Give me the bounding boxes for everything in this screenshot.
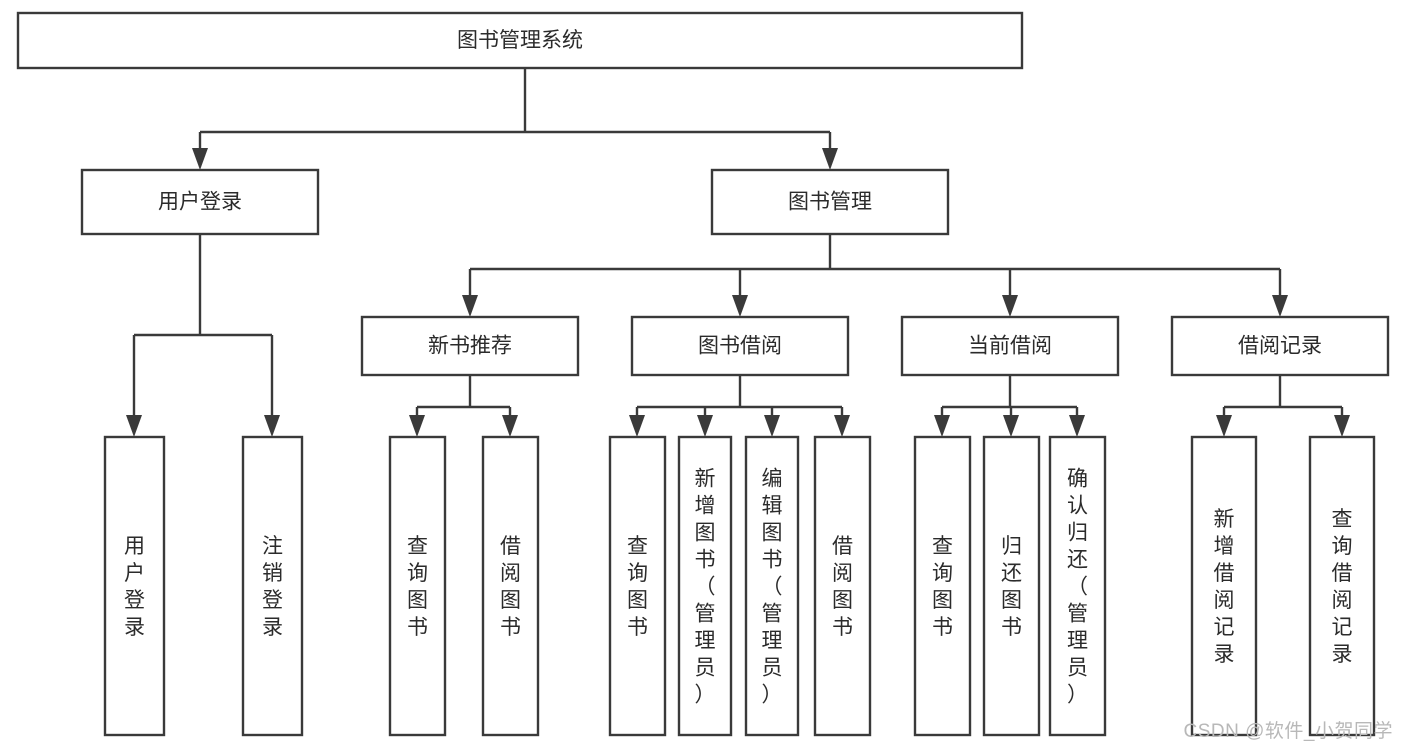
node-leaf-user-login-label: 用户登录 <box>124 535 145 639</box>
arrow-head-icon <box>1003 415 1019 437</box>
arrow-head-icon <box>462 295 478 317</box>
node-leaf-logout-login-box <box>241 435 304 737</box>
node-leaf-query-book-3[interactable]: 查询图书 <box>913 435 972 737</box>
arrow-head-icon <box>409 415 425 437</box>
node-leaf-borrow-book-1-box <box>481 435 540 737</box>
node-leaf-borrow-book-1-label: 借阅图书 <box>500 535 521 639</box>
node-leaf-query-borrow-record[interactable]: 查询借阅记录 <box>1308 435 1376 737</box>
node-book-borrow-label: 图书借阅 <box>698 335 782 358</box>
node-leaf-query-book-2[interactable]: 查询图书 <box>608 435 667 737</box>
node-leaf-query-book-2-label: 查询图书 <box>627 535 648 639</box>
node-leaf-add-book-label: 新增图书（管理员） <box>695 468 716 707</box>
node-leaf-borrow-book-1[interactable]: 借阅图书 <box>481 435 540 737</box>
node-book-manage-label: 图书管理 <box>788 191 872 214</box>
arrow-head-icon <box>1272 295 1288 317</box>
node-book-manage-box <box>710 168 950 236</box>
node-book-borrow[interactable]: 图书借阅 <box>630 315 850 377</box>
node-leaf-add-book[interactable]: 新增图书（管理员） <box>677 435 733 737</box>
node-borrow-record-box <box>1170 315 1390 377</box>
arrow-head-icon <box>1002 295 1018 317</box>
node-leaf-add-borrow-record[interactable]: 新增借阅记录 <box>1190 435 1258 737</box>
node-leaf-return-book[interactable]: 归还图书 <box>982 435 1041 737</box>
node-root[interactable]: 图书管理系统 <box>16 11 1024 70</box>
arrow-head-icon <box>126 415 142 437</box>
node-current-borrow-label: 当前借阅 <box>968 335 1052 358</box>
node-leaf-query-book-3-box <box>913 435 972 737</box>
node-leaf-add-borrow-record-label: 新增借阅记录 <box>1214 508 1235 666</box>
arrow-head-icon <box>502 415 518 437</box>
node-borrow-record[interactable]: 借阅记录 <box>1170 315 1390 377</box>
node-leaf-logout-login-label: 注销登录 <box>262 535 283 639</box>
node-root-label: 图书管理系统 <box>457 29 583 52</box>
node-borrow-record-label: 借阅记录 <box>1238 335 1322 358</box>
arrow-head-icon <box>1216 415 1232 437</box>
node-leaf-query-book-2-box <box>608 435 667 737</box>
node-new-book-recommend[interactable]: 新书推荐 <box>360 315 580 377</box>
node-leaf-edit-book[interactable]: 编辑图书（管理员） <box>744 435 800 737</box>
arrow-head-icon <box>629 415 645 437</box>
node-user-login-label: 用户登录 <box>158 191 242 214</box>
node-book-manage[interactable]: 图书管理 <box>710 168 950 236</box>
node-user-login[interactable]: 用户登录 <box>80 168 320 236</box>
node-leaf-query-borrow-record-label: 查询借阅记录 <box>1332 508 1353 666</box>
node-new-book-recommend-label: 新书推荐 <box>428 335 512 358</box>
arrow-head-icon <box>934 415 950 437</box>
node-leaf-add-borrow-record-box <box>1190 435 1258 737</box>
node-leaf-add-book-box <box>677 435 733 737</box>
csdn-watermark: CSDN @软件_小贺同学 <box>1183 721 1393 742</box>
node-book-borrow-box <box>630 315 850 377</box>
node-leaf-edit-book-box <box>744 435 800 737</box>
node-new-book-recommend-box <box>360 315 580 377</box>
node-user-login-box <box>80 168 320 236</box>
node-leaf-query-borrow-record-box <box>1308 435 1376 737</box>
node-leaf-confirm-return[interactable]: 确认归还（管理员） <box>1048 435 1107 737</box>
node-leaf-borrow-book-2[interactable]: 借阅图书 <box>813 435 872 737</box>
arrow-head-icon <box>732 295 748 317</box>
node-current-borrow-box <box>900 315 1120 377</box>
node-leaf-logout-login[interactable]: 注销登录 <box>241 435 304 737</box>
node-leaf-query-book-1-box <box>388 435 447 737</box>
node-root-box <box>16 11 1024 70</box>
arrow-head-icon <box>697 415 713 437</box>
arrow-head-icon <box>192 148 208 170</box>
node-leaf-user-login-box <box>103 435 166 737</box>
arrow-head-icon <box>822 148 838 170</box>
node-leaf-confirm-return-label: 确认归还（管理员） <box>1067 468 1088 707</box>
node-leaf-borrow-book-2-label: 借阅图书 <box>832 535 853 639</box>
node-leaf-return-book-label: 归还图书 <box>1001 535 1022 639</box>
node-current-borrow[interactable]: 当前借阅 <box>900 315 1120 377</box>
arrow-head-icon <box>264 415 280 437</box>
node-leaf-query-book-1[interactable]: 查询图书 <box>388 435 447 737</box>
arrow-head-icon <box>1334 415 1350 437</box>
arrow-head-icon <box>764 415 780 437</box>
arrow-head-icon <box>834 415 850 437</box>
arrow-head-icon <box>1069 415 1085 437</box>
node-leaf-return-book-box <box>982 435 1041 737</box>
node-leaf-query-book-3-label: 查询图书 <box>932 535 953 639</box>
node-leaf-borrow-book-2-box <box>813 435 872 737</box>
node-leaf-user-login[interactable]: 用户登录 <box>103 435 166 737</box>
node-leaf-query-book-1-label: 查询图书 <box>407 535 428 639</box>
node-leaf-confirm-return-box <box>1048 435 1107 737</box>
node-leaf-edit-book-label: 编辑图书（管理员） <box>762 468 783 707</box>
